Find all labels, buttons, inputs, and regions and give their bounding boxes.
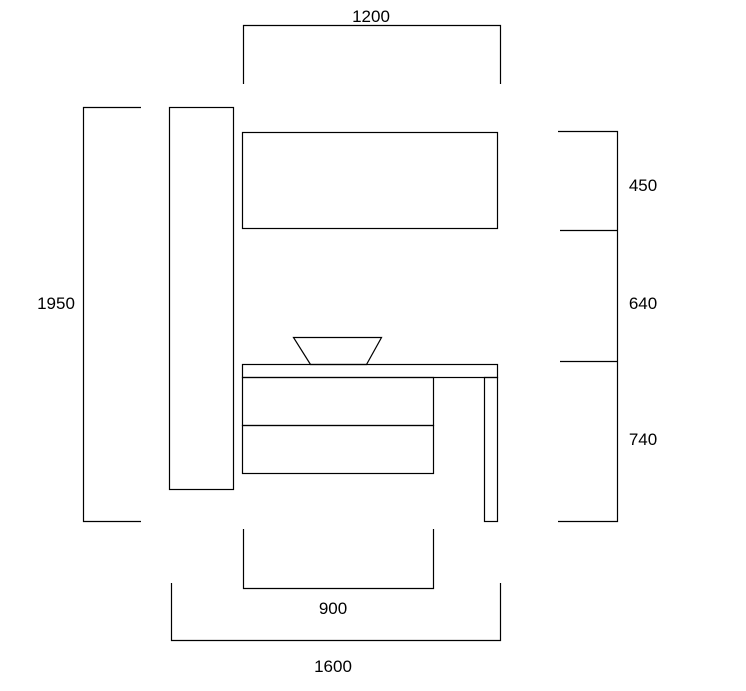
dim-line-bottom-900 <box>242 529 435 590</box>
dim-label-right-middle: 640 <box>628 294 658 313</box>
dim-line-left-1950 <box>82 106 141 523</box>
dim-line-top-1200 <box>242 24 502 84</box>
dim-label-right-lower: 740 <box>628 430 658 449</box>
dim-line-bottom-1600 <box>170 583 502 642</box>
countertop <box>241 363 499 379</box>
dim-line-right <box>558 130 619 523</box>
basin <box>292 336 383 366</box>
wall-cabinet <box>241 131 499 230</box>
dim-label-bottom-outer: 1600 <box>314 657 352 676</box>
dim-label-right-upper: 450 <box>628 176 658 195</box>
dim-label-top: 1200 <box>352 7 390 26</box>
tall-cabinet <box>168 106 235 491</box>
dim-label-left: 1950 <box>37 294 75 313</box>
dim-label-bottom-inner: 900 <box>318 599 348 618</box>
leg-panel <box>483 376 499 523</box>
drawer-top <box>241 376 435 427</box>
drawer-bottom <box>241 424 435 475</box>
